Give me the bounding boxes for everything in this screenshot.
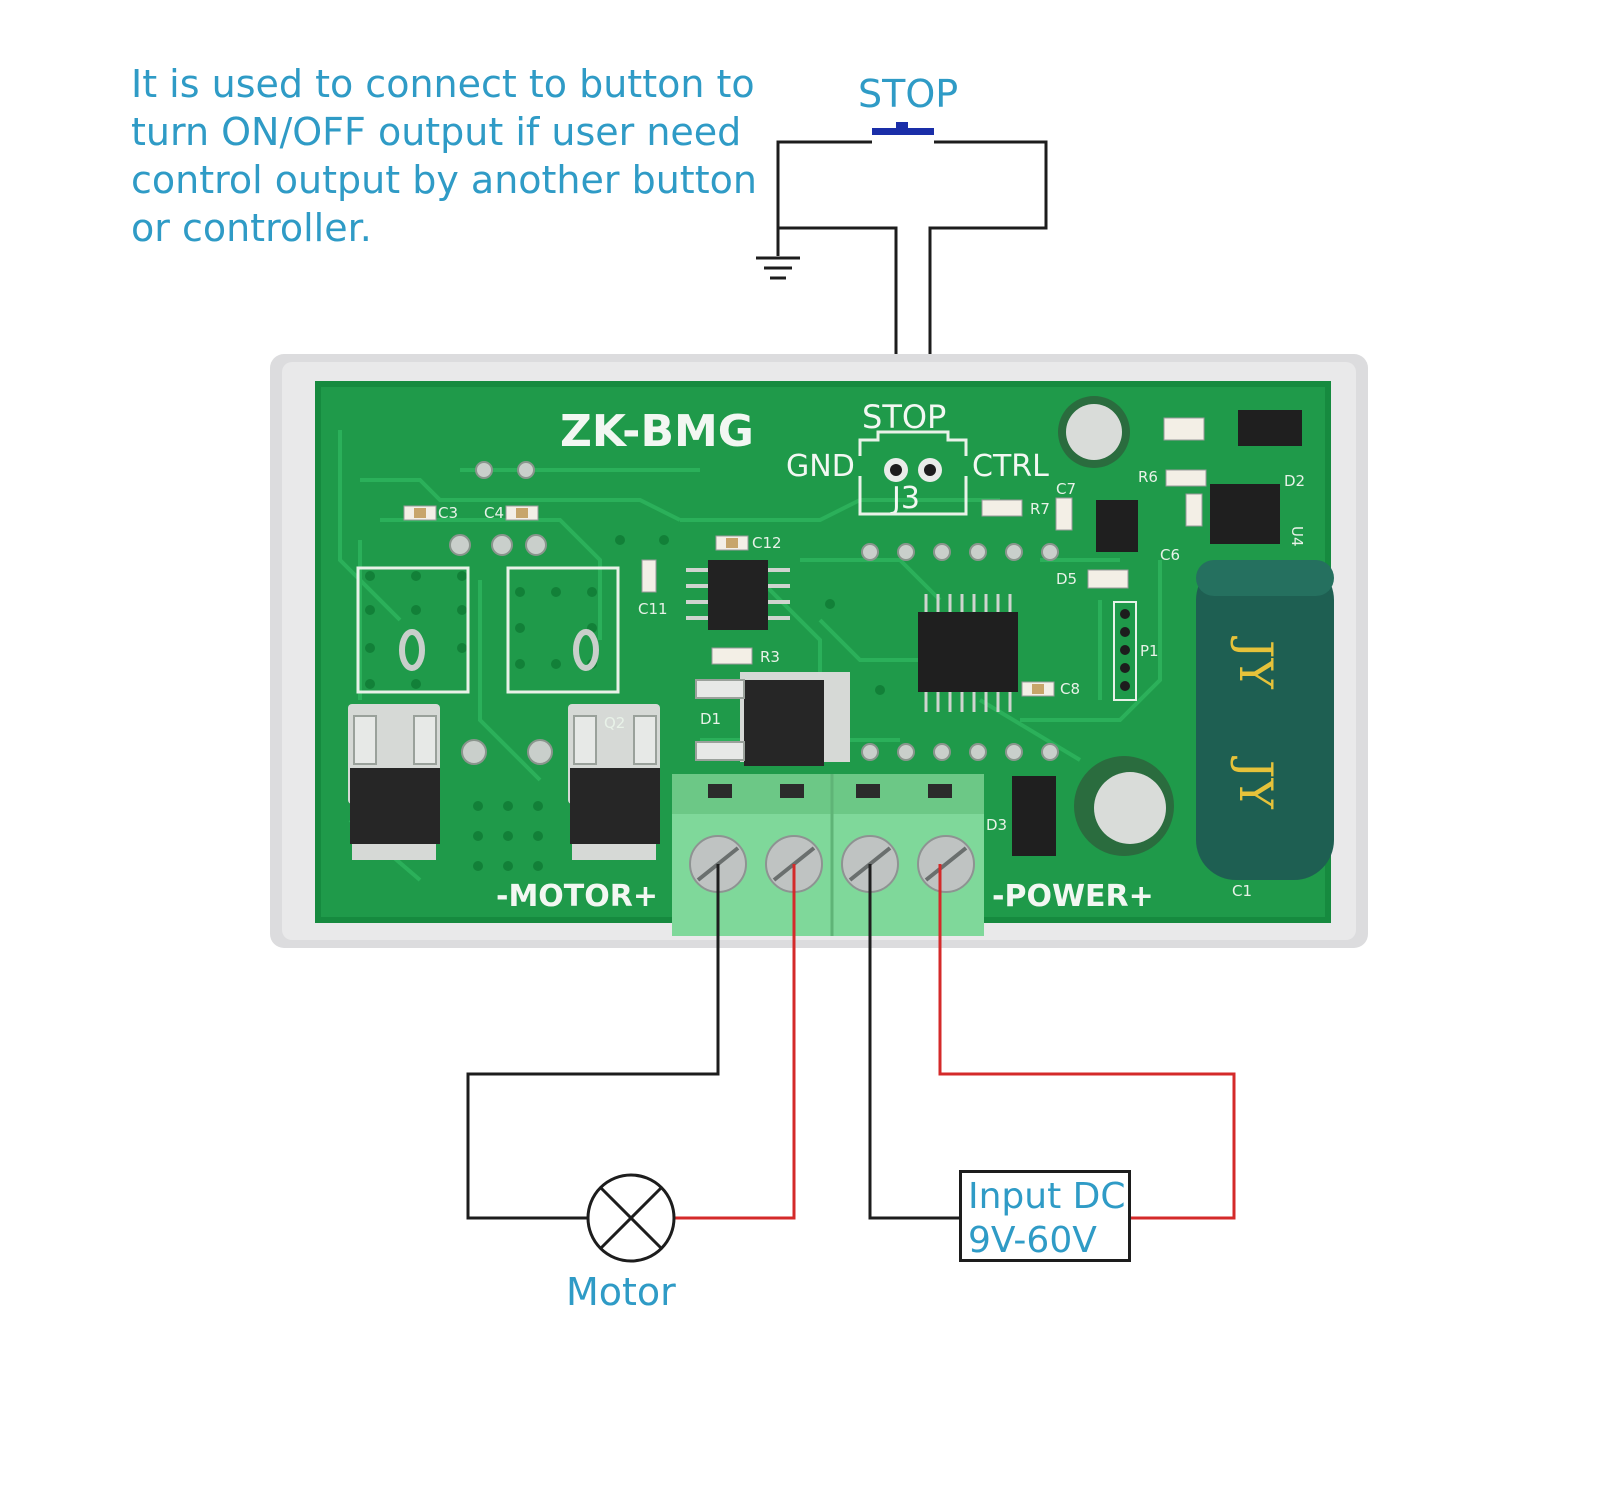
note-line-1: It is used to connect to button to [131, 62, 755, 106]
stop-push-button [872, 122, 934, 135]
board-motor-label: -MOTOR+ [496, 879, 658, 914]
note-line-3: control output by another button [131, 158, 757, 202]
label-d1: D1 [700, 710, 721, 728]
motor-wiring [466, 864, 796, 1220]
mosfet-transistors [348, 672, 850, 860]
label-c12: C12 [752, 534, 782, 552]
label-u4: U4 [1288, 526, 1306, 547]
label-d5: D5 [1056, 570, 1077, 588]
input-dc-box: Input DC 9V-60V [959, 1170, 1131, 1262]
label-d3: D3 [986, 816, 1007, 834]
note-line-4: or controller. [131, 206, 372, 250]
label-c3: C3 [438, 504, 458, 522]
capacitor-brand-2: JY [1229, 756, 1283, 809]
label-c7: C7 [1056, 480, 1076, 498]
label-c11: C11 [638, 600, 668, 618]
board-gnd-label: GND [786, 449, 855, 484]
p1-header [1113, 601, 1137, 701]
board-j3-label: J3 [890, 481, 920, 516]
board-stop-label: STOP [862, 398, 946, 436]
ground-symbol-icon [756, 256, 800, 280]
input-dc-line-2: 9V-60V [968, 1220, 1097, 1261]
board-power-label: -POWER+ [992, 879, 1154, 914]
ic-chips [686, 410, 1302, 712]
label-r3: R3 [760, 648, 780, 666]
label-c6: C6 [1160, 546, 1180, 564]
stop-wiring [776, 140, 1048, 470]
capacitor-brand-1: JY [1229, 636, 1283, 689]
motor-label: Motor [566, 1270, 676, 1314]
label-r6: R6 [1138, 468, 1158, 486]
label-p1: P1 [1140, 642, 1159, 660]
label-q2: Q2 [604, 714, 625, 732]
screw-terminal-block [672, 774, 984, 936]
stop-switch-label: STOP [858, 72, 959, 116]
label-c1: C1 [1232, 882, 1252, 900]
note-line-2: turn ON/OFF output if user need [131, 110, 742, 154]
usage-note: It is used to connect to button to turn … [131, 60, 771, 252]
label-c8: C8 [1060, 680, 1080, 698]
label-c4: C4 [484, 504, 504, 522]
capacitors: JY JY [1058, 396, 1334, 880]
power-wiring [868, 864, 1236, 1220]
component-reference-labels: C3 C4 C12 C11 R3 D1 Q2 C8 R7 R6 C7 D2 U4… [438, 468, 1306, 900]
j3-pads [884, 458, 942, 482]
smd-components [403, 417, 1207, 697]
motor-symbol-icon [586, 1173, 676, 1263]
j3-connector-outline [858, 430, 968, 516]
diode-d3 [1012, 776, 1056, 856]
label-d2: D2 [1284, 472, 1305, 490]
board-model-label: ZK-BMG [560, 406, 754, 457]
board-ctrl-label: CTRL [972, 449, 1049, 484]
label-r7: R7 [1030, 500, 1050, 518]
input-dc-line-1: Input DC [968, 1176, 1126, 1217]
